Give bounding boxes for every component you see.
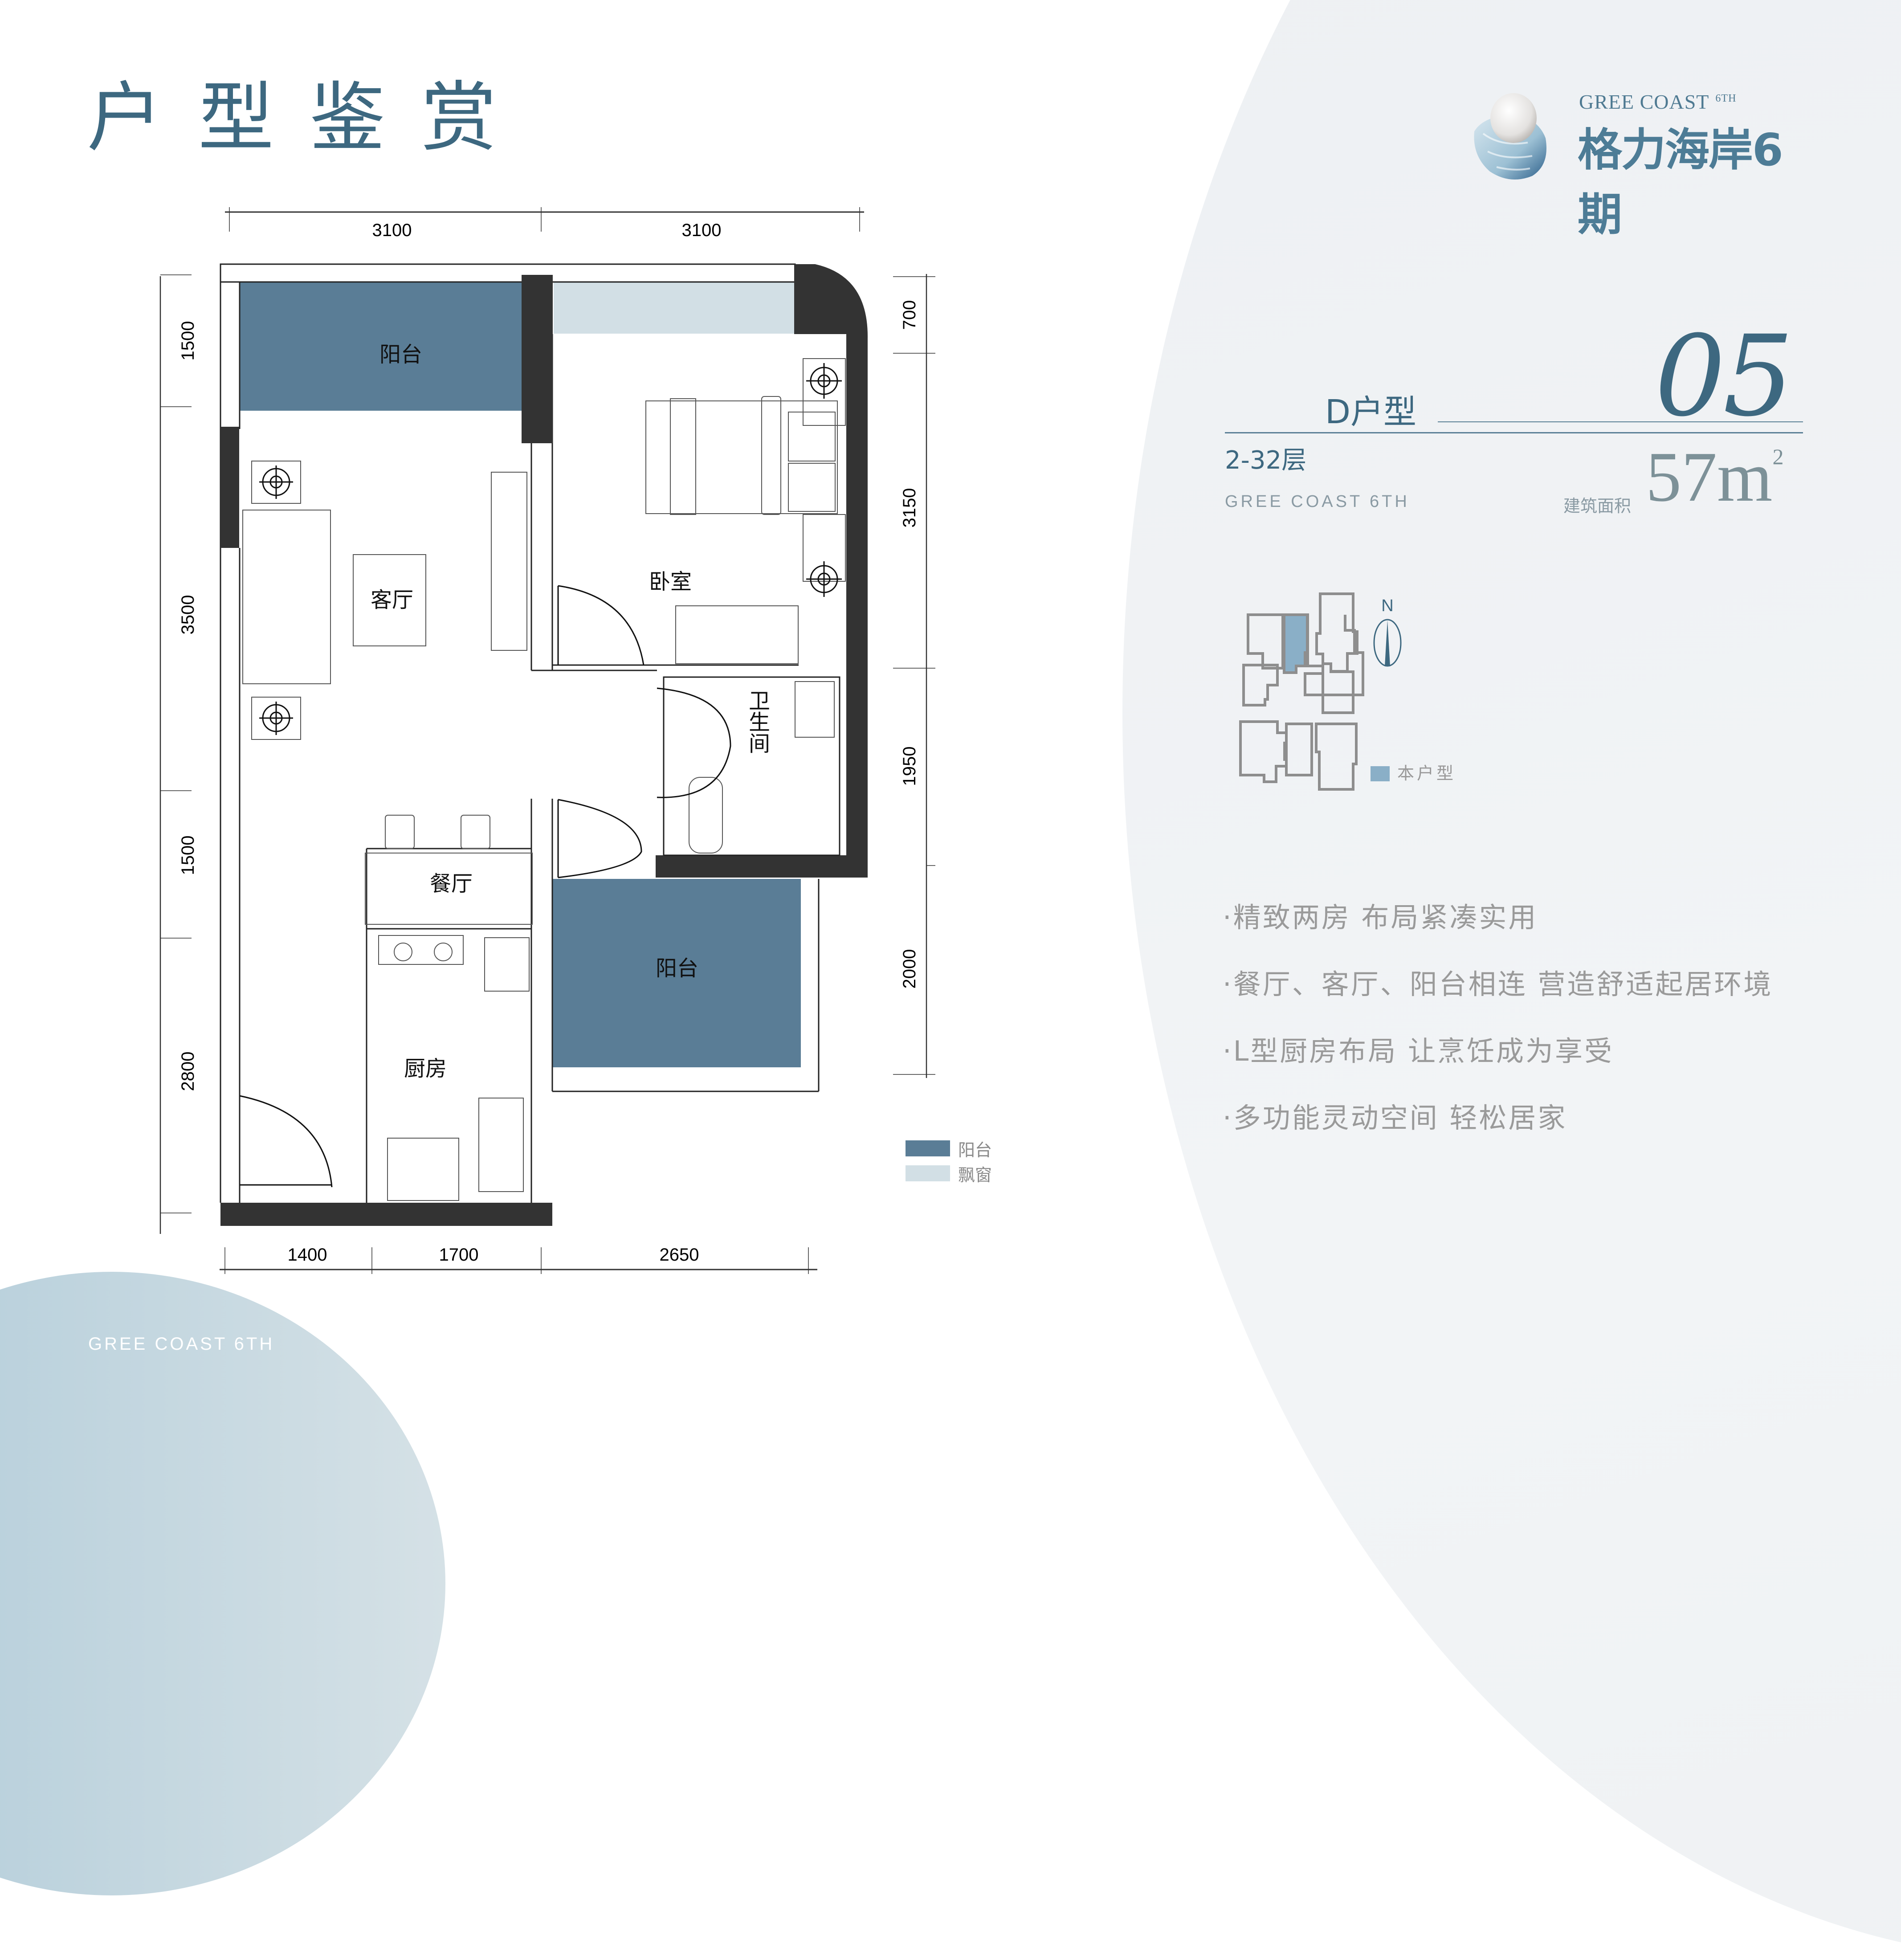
dim-left-2: 3500 xyxy=(178,595,198,635)
washer-icon xyxy=(387,1138,459,1201)
stove-icon xyxy=(378,935,464,965)
toilet-icon xyxy=(689,777,723,853)
floor-range: 2-32层 xyxy=(1225,446,1307,475)
legend-item-balcony: 阳台 xyxy=(906,1136,992,1161)
brand-subtitle: GREE COAST 6TH xyxy=(1225,492,1410,511)
unit-number: 05 xyxy=(1655,311,1794,441)
kitchen-sink-icon xyxy=(478,1098,524,1192)
dimension-left xyxy=(159,274,192,1234)
outline xyxy=(220,263,820,1203)
divider xyxy=(1225,432,1803,433)
bed-icon xyxy=(645,396,838,515)
bathroom-walls xyxy=(663,676,840,856)
dim-top-1: 3100 xyxy=(372,220,412,240)
pearl-shell-icon xyxy=(1474,93,1546,180)
feature-item: ·多功能灵动空间 轻松居家 xyxy=(1223,1102,1567,1134)
floorplan-legend: 阳台 飘窗 xyxy=(906,1136,992,1186)
dining-table-icon xyxy=(365,853,533,925)
dimension-bottom xyxy=(220,1247,817,1274)
dim-right-3: 1950 xyxy=(900,747,919,786)
north-label: N xyxy=(1381,596,1393,615)
dimension-top xyxy=(225,207,864,232)
doors xyxy=(239,585,731,1188)
dim-left-1: 1500 xyxy=(178,321,198,361)
coffee-table-icon xyxy=(353,554,426,646)
dimension-right xyxy=(893,274,935,1078)
page-title: 户型鉴赏 xyxy=(87,74,533,162)
building-key-plan: N 本户型 xyxy=(1220,579,1666,846)
tv-cabinet-icon xyxy=(491,472,527,651)
logo-chinese: 格力海岸6期 xyxy=(1578,124,1783,241)
burner-icon xyxy=(434,943,453,961)
balcony-door xyxy=(558,799,642,878)
legend-swatch xyxy=(906,1165,950,1181)
sofa-icon xyxy=(242,510,331,684)
burner-icon xyxy=(394,943,412,961)
chair-icon xyxy=(461,815,490,849)
sink-icon xyxy=(795,681,835,738)
dim-right-4: 2000 xyxy=(900,949,919,989)
feature-list: ·精致两房 布局紧凑实用 ·餐厅、客厅、阳台相连 营造舒适起居环境 ·L型厨房布… xyxy=(1223,895,1773,1163)
wardrobe-icon xyxy=(675,605,799,664)
dim-bottom-1: 1400 xyxy=(288,1245,327,1265)
feature-item: ·精致两房 布局紧凑实用 xyxy=(1223,901,1538,934)
keyplan-legend-swatch xyxy=(1371,766,1390,781)
bay-window xyxy=(554,282,794,334)
room-label-living: 客厅 xyxy=(371,588,413,612)
balcony-south xyxy=(552,879,801,1067)
dim-left-4: 2800 xyxy=(178,1052,198,1091)
ac-unit-icon xyxy=(803,514,846,597)
room-label-dining: 餐厅 xyxy=(430,871,473,896)
chair-icon xyxy=(385,815,415,849)
feature-item: ·餐厅、客厅、阳台相连 营造舒适起居环境 xyxy=(1223,968,1773,1000)
entry-door xyxy=(239,1095,333,1188)
area-label: 建筑面积 xyxy=(1563,496,1632,516)
room-label-bathroom: 卫生间 xyxy=(745,690,770,754)
dim-right-2: 3150 xyxy=(900,488,919,528)
feature-item: ·L型厨房布局 让烹饪成为享受 xyxy=(1223,1035,1614,1067)
ac-unit-icon xyxy=(251,697,301,740)
room-label-kitchen: 厨房 xyxy=(404,1056,447,1081)
area-value: 57m2 xyxy=(1646,437,1784,516)
walls xyxy=(220,264,868,1226)
divider xyxy=(1438,421,1803,422)
ac-unit-icon xyxy=(803,358,846,426)
footer-brand: GREE COAST 6TH xyxy=(88,1334,275,1354)
bedroom-door xyxy=(558,585,645,666)
balcony-north xyxy=(240,282,522,411)
dim-right-1: 700 xyxy=(900,300,919,330)
legend-swatch xyxy=(906,1140,950,1156)
room-label-balcony-south: 阳台 xyxy=(656,956,698,981)
bathroom-door xyxy=(657,687,731,798)
room-label-balcony-north: 阳台 xyxy=(379,342,422,367)
dim-left-3: 1500 xyxy=(178,836,198,875)
dim-top-2: 3100 xyxy=(682,220,722,240)
keyplan-legend-label: 本户型 xyxy=(1397,764,1456,783)
corner-blob xyxy=(0,1272,445,1895)
floor-plan: 3100 3100 1500 3500 1500 2800 700 3150 1… xyxy=(159,207,935,1274)
ac-unit-icon xyxy=(251,461,301,504)
unit-type: D户型 xyxy=(1325,393,1416,431)
fridge-icon xyxy=(484,937,530,992)
room-label-bedroom: 卧室 xyxy=(649,569,692,594)
dim-bottom-3: 2650 xyxy=(660,1245,699,1265)
compass-icon xyxy=(1373,619,1402,667)
legend-item-bay-window: 飘窗 xyxy=(906,1161,992,1186)
dim-bottom-2: 1700 xyxy=(439,1245,479,1265)
